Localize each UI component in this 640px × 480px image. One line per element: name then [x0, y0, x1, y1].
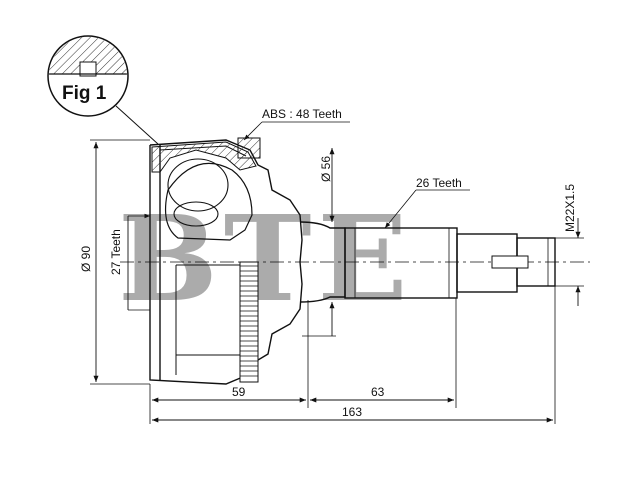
abs-ring [237, 137, 261, 383]
length-total-value: 163 [342, 405, 362, 419]
fig-1-detail: Fig 1 [47, 35, 159, 145]
length-shaft-value: 63 [371, 385, 385, 399]
dim-lengths [149, 286, 556, 424]
watermark: BTE [118, 189, 413, 328]
dim-outer-diameter: Ø 90 [79, 139, 150, 385]
outer-teeth-label: 26 Teeth [416, 176, 462, 190]
dim-seal-diameter: Ø 56 [302, 148, 336, 337]
dim-inner-teeth: 27 Teeth [109, 213, 150, 311]
abs-teeth-label: ABS : 48 Teeth [262, 107, 342, 121]
figure-label: Fig 1 [62, 83, 107, 104]
seal-diameter-value: Ø 56 [319, 156, 333, 182]
dim-thread: M22X1.5 [555, 184, 584, 306]
outer-diameter-value: Ø 90 [79, 246, 93, 272]
thread-value: M22X1.5 [563, 184, 577, 232]
outer-teeth-callout: 26 Teeth [384, 176, 470, 229]
length-joint-value: 59 [232, 385, 246, 399]
shaft [299, 221, 556, 303]
inner-teeth-label: 27 Teeth [109, 229, 123, 275]
abs-callout: ABS : 48 Teeth [243, 107, 350, 141]
